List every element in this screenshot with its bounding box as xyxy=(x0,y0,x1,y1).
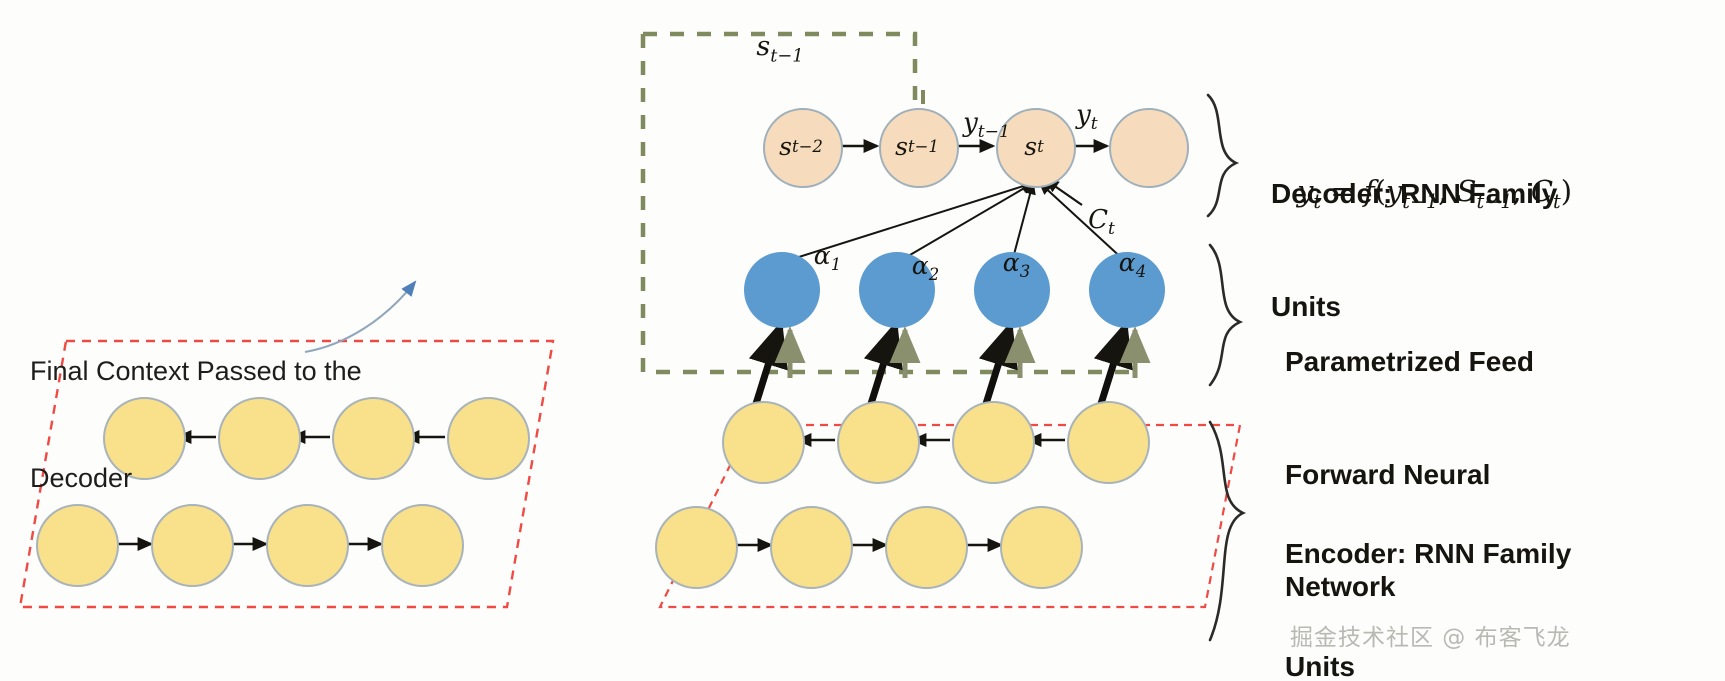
attention-weight-label-4: α4 xyxy=(1087,219,1146,310)
context-vector-subscript: t xyxy=(1107,219,1115,240)
formula-arg1-sub: t−1 xyxy=(1402,189,1439,213)
formula-arg3: C xyxy=(1530,174,1554,208)
state-scope-dashed-box xyxy=(640,31,1135,375)
final-context-caption-line1: Final Context Passed to the xyxy=(30,356,362,387)
decoder-output-1-subscript: t−1 xyxy=(977,122,1010,143)
state-scope-symbol: s xyxy=(756,31,771,62)
encoder-annotation: Encoder: RNN Family Units xyxy=(1285,460,1705,681)
decoder-annotation: Decoder: RNN Family Units xyxy=(1271,100,1691,400)
formula-lhs-sub: t xyxy=(1313,189,1322,213)
alpha-4-symbol: α xyxy=(1118,248,1136,277)
left-backward-node xyxy=(332,397,415,480)
formula-arg2-sub: t−1 xyxy=(1476,189,1513,213)
attention-annotation: Parametrized Feed Forward Neural Network xyxy=(1285,268,1685,681)
formula-fn: f xyxy=(1363,174,1375,208)
attention-node-4 xyxy=(1089,252,1165,328)
decoder-output-2-symbol: y xyxy=(1076,100,1091,130)
encoder-annotation-line2: Units xyxy=(1285,650,1355,681)
left-backward-node xyxy=(218,397,301,480)
alpha-3-subscript: 3 xyxy=(1019,262,1031,281)
decoder-node-2 xyxy=(879,108,959,188)
formula-equals: = xyxy=(1330,174,1355,208)
encoder-annotation-line1: Encoder: RNN Family xyxy=(1285,538,1572,570)
decoder-output-label-2: yt xyxy=(1043,70,1098,164)
attention-annotation-line3: Network xyxy=(1285,571,1396,603)
left-backward-node xyxy=(447,397,530,480)
state-scope-subscript: t−1 xyxy=(770,45,804,67)
left-forward-node xyxy=(151,504,234,587)
left-forward-node xyxy=(266,504,349,587)
decoder-output-2-subscript: t xyxy=(1090,114,1098,135)
right-encoder-forward-node xyxy=(770,506,853,589)
decoder-annotation-line2: Units xyxy=(1271,290,1341,322)
attention-node-1 xyxy=(744,252,820,328)
formula-lhs: y xyxy=(1297,174,1314,208)
right-encoder-backward-node xyxy=(837,401,920,484)
brace-attention xyxy=(1208,243,1244,387)
left-forward-node xyxy=(381,504,464,587)
right-encoder-backward-node xyxy=(722,401,805,484)
formula-arg3-sub: t xyxy=(1553,189,1561,213)
alpha-1-symbol: α xyxy=(813,241,831,270)
decoder-node-4 xyxy=(1109,108,1189,188)
right-encoder-forward-node xyxy=(1000,506,1083,589)
context-pointer-arrow xyxy=(304,280,417,354)
attention-node-2 xyxy=(859,252,935,328)
left-forward-node xyxy=(36,504,119,587)
right-encoder-forward-node xyxy=(655,506,738,589)
watermark: 掘金技术社区 @ 布客飞龙 xyxy=(1290,625,1571,651)
decoder-annotation-line1: Decoder: RNN Family xyxy=(1271,178,1558,210)
alpha-2-symbol: α xyxy=(911,251,929,280)
attention-weight-label-2: α2 xyxy=(880,222,939,313)
attention-annotation-line2: Forward Neural xyxy=(1285,458,1491,490)
left-encoder-dashed-box xyxy=(18,339,555,609)
brace-encoder xyxy=(1208,420,1247,642)
attention-weight-label-1: α1 xyxy=(782,212,841,303)
decoder-output-label-1: yt−1 xyxy=(930,78,1010,172)
formula-arg2: S xyxy=(1456,174,1477,208)
decoder-node-3 xyxy=(996,108,1076,188)
formula-arg1: y xyxy=(1385,174,1403,208)
encoder-olive-stubs xyxy=(774,325,1151,378)
final-context-caption: Final Context Passed to the Decoder xyxy=(30,283,362,568)
alpha-3-symbol: α xyxy=(1002,248,1020,277)
context-vector-symbol: C xyxy=(1088,205,1108,235)
decoder-node-1 xyxy=(763,108,843,188)
alpha-2-subscript: 2 xyxy=(928,265,940,284)
attention-annotation-line1: Parametrized Feed xyxy=(1285,346,1534,378)
attention-weight-lines xyxy=(782,180,1127,263)
right-encoder-backward-node xyxy=(952,401,1035,484)
right-encoder-backward-node xyxy=(1067,401,1150,484)
alpha-4-subscript: 4 xyxy=(1135,262,1147,281)
decoder-formula: yt = f(yt−1, St−1, Ct) xyxy=(1297,174,1573,213)
attention-weight-label-3: α3 xyxy=(971,219,1030,310)
context-vector-label: Ct xyxy=(1055,175,1115,269)
final-context-caption-line2: Decoder xyxy=(30,463,133,494)
decoder-output-1-symbol: y xyxy=(963,108,978,138)
brace-decoder xyxy=(1206,93,1240,218)
attention-node-3 xyxy=(974,252,1050,328)
right-encoder-forward-node xyxy=(885,506,968,589)
state-scope-label: st−1 xyxy=(722,0,804,97)
alpha-1-subscript: 1 xyxy=(830,255,842,274)
left-backward-node xyxy=(103,397,186,480)
